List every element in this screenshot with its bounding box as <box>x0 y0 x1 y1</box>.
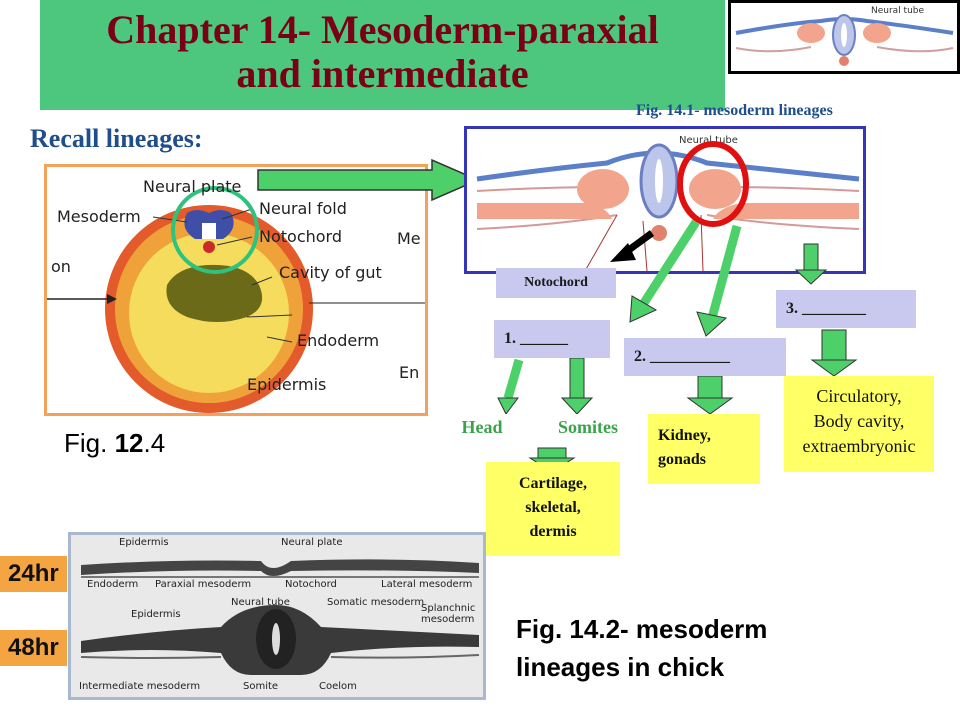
label-neural-fold: Neural fold <box>259 199 347 218</box>
circulatory-line-3: extraembryonic <box>802 436 916 456</box>
label-notochord: Notochord <box>259 227 342 246</box>
fig-14-2-image: Epidermis Neural plate Endoderm Paraxial… <box>68 532 486 700</box>
highlight-red-circle <box>677 141 749 227</box>
kidney-line-1: Kidney, <box>658 427 711 444</box>
highlight-circle <box>171 186 259 274</box>
title-line-1: Chapter 14- Mesoderm-paraxial <box>106 7 659 52</box>
chick-label-coelom: Coelom <box>319 681 357 692</box>
fig-12-4-caption: Fig. 12.4 <box>64 428 165 459</box>
thumbnail-neural-tube-label: Neural tube <box>871 6 924 16</box>
notochord-box: Notochord <box>496 268 616 298</box>
cartilage-line-2: skeletal, <box>525 499 581 516</box>
chick-label-lateral: Lateral mesoderm <box>381 579 473 590</box>
fig-14-1-diagram: Neural tube <box>464 126 866 274</box>
label-epidermis: Epidermis <box>247 375 327 394</box>
chick-label-splanchnic: Splanchnic mesoderm <box>421 603 476 625</box>
label-neural-plate: Neural plate <box>143 177 242 196</box>
badge-48hr: 48hr <box>0 630 67 666</box>
chick-label-epidermis-bottom: Epidermis <box>131 609 181 620</box>
fig-14-2-caption-line-1: Fig. 14.2- mesoderm <box>516 614 768 644</box>
fig-12-4-suffix: .4 <box>143 428 166 458</box>
chick-section-micrograph <box>80 559 480 675</box>
blank-box-1: 1. ______ <box>494 320 610 358</box>
cartilage-box: Cartilage, skeletal, dermis <box>486 462 620 556</box>
circulatory-line-1: Circulatory, <box>816 386 902 406</box>
label-endoderm: Endoderm <box>297 331 380 350</box>
cartilage-line-1: Cartilage, <box>519 475 587 492</box>
head-label: Head <box>440 414 524 442</box>
fig-12-4-number: 12 <box>114 428 144 458</box>
chick-label-paraxial: Paraxial mesoderm <box>155 579 252 590</box>
thumbnail-diagram: Neural tube <box>735 6 954 66</box>
recall-heading: Recall lineages: <box>30 124 203 153</box>
embryo-cross-section <box>47 186 425 413</box>
kidney-line-2: gonads <box>658 451 707 468</box>
circulatory-box: Circulatory, Body cavity, extraembryonic <box>784 376 934 472</box>
fig-14-2-caption-line-2: lineages in chick <box>516 652 725 682</box>
kidney-box: Kidney, gonads <box>648 414 760 484</box>
chick-label-intermediate: Intermediate mesoderm <box>79 681 201 692</box>
chick-label-somatic: Somatic mesoderm <box>327 597 425 608</box>
thumbnail-figure: Neural tube <box>728 0 960 74</box>
mesoderm-lineage-diagram: Neural tube <box>476 135 860 271</box>
label-en: En <box>399 363 420 382</box>
chick-label-epidermis-top: Epidermis <box>119 537 169 548</box>
chick-label-neural-plate: Neural plate <box>281 537 343 548</box>
fig-12-4-image: Neural plate Mesoderm Neural fold Notoch… <box>44 164 428 416</box>
title-banner: Chapter 14- Mesoderm-paraxial and interm… <box>40 0 725 110</box>
fig-14-2-caption: Fig. 14.2- mesoderm lineages in chick <box>516 610 767 686</box>
chick-label-notochord: Notochord <box>285 579 337 590</box>
diagram-neural-tube-label: Neural tube <box>679 135 738 146</box>
blank-box-3: 3. ________ <box>776 290 916 328</box>
chick-label-somite: Somite <box>243 681 279 692</box>
fig-12-4-prefix: Fig. <box>64 428 115 458</box>
blank-box-2: 2. __________ <box>624 338 786 376</box>
link-arrow <box>257 158 480 202</box>
chick-label-endoderm: Endoderm <box>87 579 139 590</box>
label-on: on <box>51 257 71 276</box>
circulatory-line-2: Body cavity, <box>813 411 905 431</box>
cartilage-line-3: dermis <box>529 523 577 540</box>
badge-24hr: 24hr <box>0 556 67 592</box>
somites-label: Somites <box>530 414 646 442</box>
chick-label-neural-tube: Neural tube <box>231 597 290 608</box>
label-me: Me <box>397 229 421 248</box>
title-line-2: and intermediate <box>236 51 529 96</box>
fig-14-1-caption: Fig. 14.1- mesoderm lineages <box>636 102 833 119</box>
label-cavity-of-gut: Cavity of gut <box>279 263 382 282</box>
label-mesoderm: Mesoderm <box>57 207 141 226</box>
